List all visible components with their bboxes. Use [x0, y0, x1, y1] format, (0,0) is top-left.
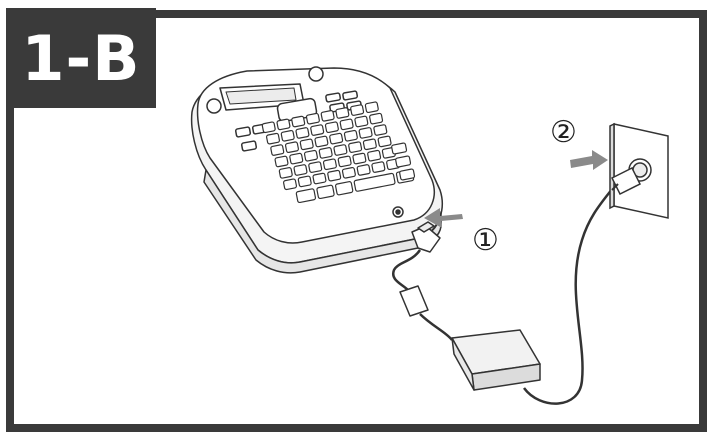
- step-label: 1-B: [6, 8, 156, 108]
- dc-jack-port: [393, 207, 403, 217]
- wall-outlet: [610, 124, 668, 218]
- insert-arrow-2: [570, 150, 608, 170]
- callout-number-2: ②: [550, 115, 577, 150]
- callout-number-1: ①: [472, 223, 499, 258]
